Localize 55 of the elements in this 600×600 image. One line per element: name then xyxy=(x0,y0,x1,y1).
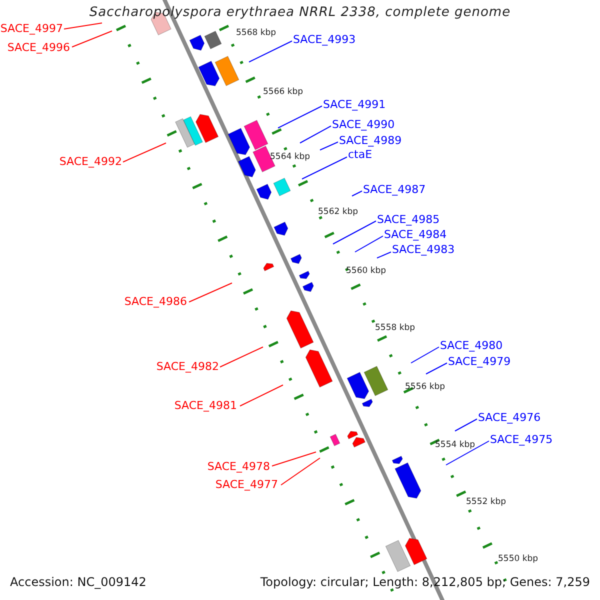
leader-line xyxy=(426,362,448,374)
gene-label: SACE_4981 xyxy=(174,400,237,411)
leader-line xyxy=(72,30,112,48)
gene-label: SACE_4993 xyxy=(293,34,356,45)
scale-label: 5552 kbp xyxy=(466,498,506,506)
leader-line xyxy=(272,452,316,466)
scale-label: 5550 kbp xyxy=(498,555,538,564)
gene-label: ctaE xyxy=(348,149,372,160)
leader-line xyxy=(64,22,102,30)
gene-label: SACE_4980 xyxy=(440,340,503,351)
gene-label: SACE_4979 xyxy=(448,356,511,367)
leader-line xyxy=(454,418,478,432)
gene-label: SACE_4985 xyxy=(377,214,440,225)
gene-label: SACE_4983 xyxy=(392,244,455,255)
scale-label: 5556 kbp xyxy=(405,383,446,392)
leader-line xyxy=(352,190,362,196)
leader-line xyxy=(376,252,392,258)
gene-label: SACE_4989 xyxy=(339,135,402,146)
leader-line xyxy=(446,440,490,466)
leader-line xyxy=(410,346,440,364)
accession-text: Accession: NC_009142 xyxy=(10,576,146,588)
gene-label: SACE_4997 xyxy=(0,23,63,34)
gene-label: SACE_4987 xyxy=(363,184,426,195)
gene-label: SACE_4975 xyxy=(490,434,553,445)
genome-info-text: Topology: circular; Length: 8,212,805 bp; Genes: 7,259 xyxy=(260,576,590,588)
scale-label: 5560 kbp xyxy=(346,267,386,276)
leader-line xyxy=(302,156,348,180)
gene-label: SACE_4991 xyxy=(323,99,386,110)
leader-line xyxy=(220,346,264,368)
leader-line xyxy=(280,458,320,486)
leader-line xyxy=(320,142,338,150)
leader-line xyxy=(300,126,332,144)
scale-label: 5562 kbp xyxy=(318,208,358,216)
scale-label: 5564 kbp xyxy=(270,153,310,162)
scale-label: 5566 kbp xyxy=(263,88,304,96)
leader-line xyxy=(248,40,292,62)
gene-label: SACE_4977 xyxy=(215,479,278,490)
leader-line xyxy=(332,220,376,244)
title: Saccharopolyspora erythraea NRRL 2338, complete genome xyxy=(88,6,512,19)
leader-line xyxy=(240,384,284,406)
gene-label: SACE_4986 xyxy=(124,296,187,307)
gene-label: SACE_4992 xyxy=(59,156,122,167)
leader-line xyxy=(122,142,166,162)
leader-line xyxy=(278,106,322,128)
scale-label: 5554 kbp xyxy=(435,441,476,450)
gene-label: SACE_4976 xyxy=(478,412,541,423)
leader-line xyxy=(354,236,384,252)
gene-label: SACE_4996 xyxy=(7,42,70,53)
gene-label: SACE_4982 xyxy=(156,361,219,372)
leader-line xyxy=(188,282,232,302)
scale-label: 5558 kbp xyxy=(375,324,416,332)
scale-label: 5568 kbp xyxy=(236,29,276,38)
gene-label: SACE_4990 xyxy=(332,119,395,130)
gene-label: SACE_4984 xyxy=(384,229,447,240)
gene-label: SACE_4978 xyxy=(207,461,270,472)
